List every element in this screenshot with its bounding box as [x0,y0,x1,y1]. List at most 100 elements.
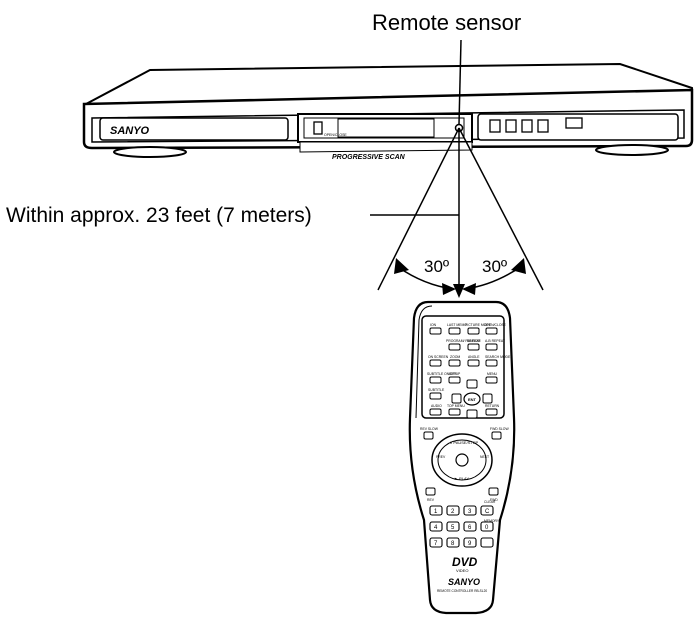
remote-number-key [480,537,494,548]
remote-label-repeat: REPEAT [467,339,480,343]
remote-number-key [446,521,460,532]
remote-label-program: PROGRAM/ RANDOM [446,339,481,343]
range-label: Within approx. 23 feet (7 meters) [6,204,312,227]
remote-top-panel [421,315,505,419]
remote-key-ab-repeat [485,343,498,351]
player-foot-left [113,146,187,158]
remote-key-picture-mode [467,327,480,335]
player-open-close-label: OPEN/CLOSE [324,133,347,137]
remote-number-key [463,537,477,548]
remote-sensor-label: Remote sensor [372,10,522,35]
remote-number-key-label: 6 [468,525,472,531]
arrow-arc-right-outer [511,258,526,274]
display-window [337,118,435,138]
player-open-button [565,117,583,129]
remote-key-repeat [467,343,480,351]
remote-label-zoom: ZOOM [450,355,460,359]
remote-label-angle: ANGLE [468,355,480,359]
cone-left-line [377,127,460,291]
remote-label-setup: SETUP [449,372,461,376]
remote-key-down [466,409,478,419]
arrow-arc-left-outer [394,258,409,274]
remote-number-key-label: 0 [485,525,489,531]
player-brand-logo: SANYO [110,125,150,137]
remote-label-fwd: FWD [490,498,498,502]
player-prev-button [521,119,533,133]
remote-label-pause-step: II PAUSE/STEP [450,440,478,445]
remote-number-key [463,521,477,532]
player-next-button [537,119,549,133]
remote-label-play: ► PLAY [454,476,469,481]
remote-number-key [446,505,460,516]
remote-label-rev: REV [427,498,435,502]
remote-key-subtitle [429,392,442,400]
remote-key-stop [455,453,469,467]
remote-body-edge [415,305,433,419]
remote-label-picture-mode: PICTURE MODE [465,323,492,327]
remote-label-subtitle: SUBTITLE [428,388,445,392]
remote-label-audio: AUDIO [431,404,442,408]
remote-key-subtitle-onoff [429,376,442,384]
remote-number-key [480,505,494,516]
remote-label-search-mode: SEARCH MODE [485,355,511,359]
sensor-leader-line [458,39,462,125]
remote-key-audio [429,408,442,416]
remote-key-open-close [485,327,498,335]
remote-number-key [429,505,443,516]
remote-label-fwd-slow: FWD SLOW [490,427,509,431]
remote-label-open-close: OPEN/CLOSE [484,323,507,327]
remote-number-key [480,521,494,532]
remote-label-return: RETURN [485,404,500,408]
remote-label-last-memo: LAST MEMO [447,323,467,327]
remote-key-program [448,343,461,351]
remote-label-next: NEXT [480,455,489,459]
remote-number-key-label: C [485,509,490,515]
remote-key-zoom [448,359,461,367]
remote-label-enter: ENT [468,397,477,402]
remote-number-key-label: 8 [451,541,455,547]
player-left-panel [99,117,289,141]
remote-key-search-mode [485,359,498,367]
arrow-arc-right-inner [462,283,476,295]
remote-label-memory: MEMORY [484,519,500,523]
remote-number-key [429,537,443,548]
player-front-caption: PROGRESSIVE SCAN [332,154,406,161]
dvd-player [82,62,694,158]
remote-model-label: REMOTE CONTROLLER RB-SL20 [437,589,487,593]
player-skirt [299,141,473,153]
remote-control [408,300,516,615]
remote-label-ion: ION [430,323,437,327]
remote-number-key [446,537,460,548]
remote-dvd-logo: DVD [452,555,478,569]
remote-key-fwd [488,487,499,496]
remote-key-angle [467,359,480,367]
remote-key-on-screen [429,359,442,367]
remote-number-key-label: 1 [434,509,438,515]
cone-right-line [458,127,544,291]
remote-label-subtitle-onoff: SUBTITLE ON/OFF [427,372,457,376]
remote-label-rev-slow: REV SLOW [420,427,439,431]
remote-number-key [429,521,443,532]
remote-label-clear: CLEAR [484,500,496,504]
player-front-band [91,109,685,143]
remote-label-on-screen: ON SCREEN [428,355,449,359]
remote-key-right [482,393,493,404]
remote-key-up [466,379,478,389]
remote-brand-logo: SANYO [448,577,480,587]
remote-number-key-label: 2 [451,509,455,515]
player-stop-button [489,119,501,133]
remote-number-key-label: 7 [434,541,438,547]
remote-label-prev: PREV [436,455,446,459]
arrow-arc-left-inner [442,283,456,295]
remote-key-last-memo [448,327,461,335]
remote-key-enter [463,392,481,406]
remote-number-key-label: 9 [468,541,472,547]
player-foot-right [595,144,669,156]
remote-number-key-label: 5 [451,525,455,531]
remote-key-rev [425,487,436,496]
remote-key-fwd-slow [491,431,502,440]
player-play-button [505,119,517,133]
remote-key-return [485,408,498,416]
